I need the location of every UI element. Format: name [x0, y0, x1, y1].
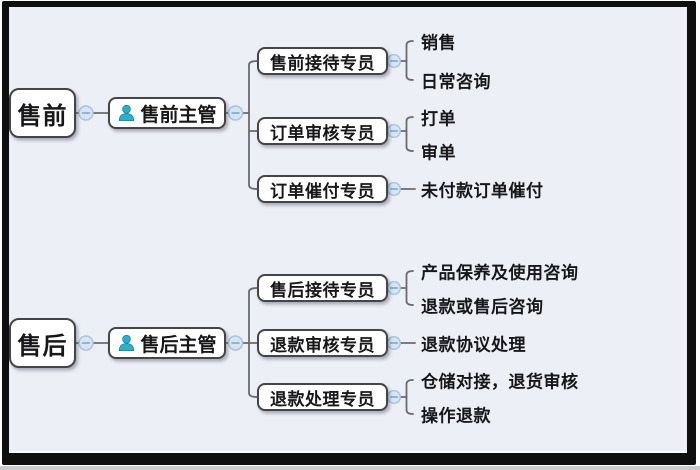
- topic-label: 订单审核专员: [270, 123, 375, 143]
- leaf-topic[interactable]: 审单: [421, 143, 456, 163]
- topic-label: 售后: [17, 332, 68, 360]
- collapse-toggle[interactable]: [227, 105, 244, 121]
- leaf-topic[interactable]: 未付款订单催付: [421, 181, 544, 201]
- collapse-toggle[interactable]: [387, 390, 402, 405]
- leaf-topic[interactable]: 退款协议处理: [421, 335, 526, 355]
- topic-label: 退款处理专员: [270, 389, 375, 409]
- topic-refund-processing[interactable]: 退款处理专员: [257, 383, 388, 411]
- topic-pre-sales-reception[interactable]: 售前接待专员: [257, 47, 388, 75]
- topic-after-sales-reception[interactable]: 售后接待专员: [257, 274, 388, 302]
- leaf-topic[interactable]: 仓储对接，退货审核: [421, 372, 579, 392]
- leaf-topic[interactable]: 产品保养及使用咨询: [421, 263, 579, 283]
- topic-label: 售后接待专员: [270, 280, 375, 300]
- collapse-toggle[interactable]: [387, 336, 402, 351]
- topic-refund-review[interactable]: 退款审核专员: [257, 329, 388, 357]
- collapse-toggle[interactable]: [387, 54, 402, 69]
- collapse-toggle[interactable]: [387, 281, 402, 296]
- leaf-topic[interactable]: 日常咨询: [421, 72, 491, 92]
- topic-label: 售前主管: [140, 104, 217, 126]
- topic-order-payment-reminder[interactable]: 订单催付专员: [257, 175, 388, 203]
- collapse-toggle[interactable]: [387, 123, 402, 138]
- after-sales-branch-lines: [75, 270, 416, 415]
- leaf-topic[interactable]: 打单: [421, 109, 456, 129]
- topic-pre-sales-root[interactable]: 售前: [9, 88, 76, 138]
- person-icon: [119, 334, 135, 351]
- topic-order-review[interactable]: 订单审核专员: [257, 117, 388, 145]
- leaf-topic[interactable]: 操作退款: [421, 406, 491, 426]
- leaf-topic[interactable]: 退款或售后咨询: [421, 297, 544, 317]
- topic-after-sales-supervisor[interactable]: 售后主管: [108, 327, 226, 359]
- topic-label: 订单催付专员: [270, 181, 375, 201]
- topic-label: 售前: [17, 102, 68, 130]
- collapse-toggle[interactable]: [387, 181, 402, 196]
- leaf-topic[interactable]: 销售: [421, 33, 456, 53]
- topic-label: 售后主管: [140, 334, 217, 356]
- page-edge-strip: [0, 466, 700, 470]
- mindmap-canvas: [9, 7, 687, 451]
- person-icon: [119, 104, 135, 121]
- collapse-toggle[interactable]: [78, 335, 94, 351]
- topic-after-sales-root[interactable]: 售后: [9, 318, 76, 368]
- branch-lines: [75, 40, 416, 415]
- topic-pre-sales-supervisor[interactable]: 售前主管: [108, 97, 226, 129]
- pre-sales-branch-lines: [75, 40, 416, 190]
- collapse-toggle[interactable]: [78, 105, 94, 121]
- topic-label: 售前接待专员: [270, 53, 375, 73]
- collapse-toggle[interactable]: [227, 335, 244, 351]
- topic-label: 退款审核专员: [270, 335, 375, 355]
